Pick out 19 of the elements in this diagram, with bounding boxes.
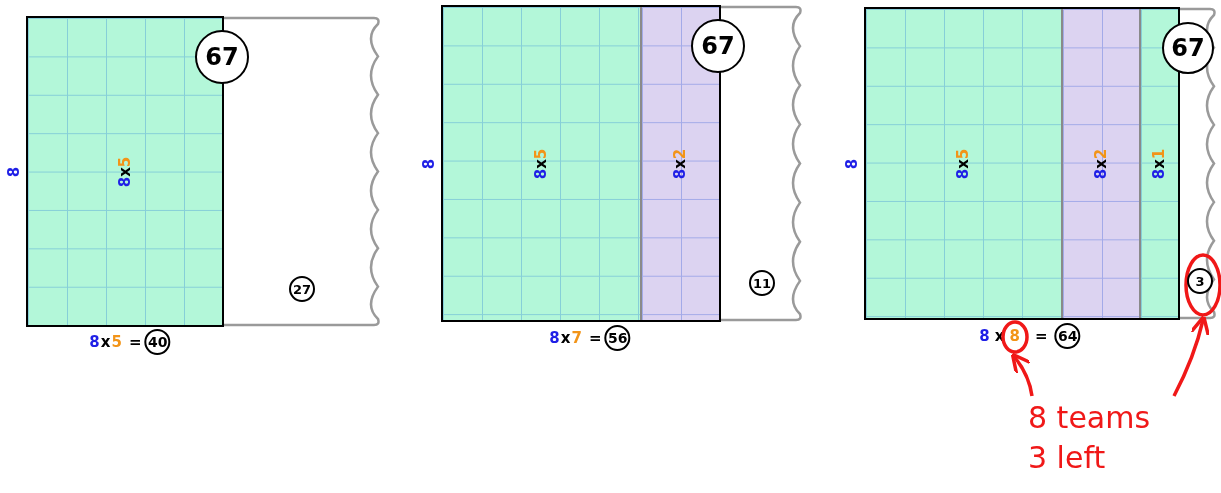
side-length-label: 8 [5, 166, 23, 177]
equation: 8x7 = [549, 329, 603, 347]
circled-number: 67 [195, 30, 249, 84]
side-length-label: 8 [420, 158, 438, 169]
circled-number: 40 [144, 329, 171, 355]
area-region: 8x2 [1061, 9, 1139, 318]
equation: 8x5 = [89, 333, 143, 351]
circled-number: 27 [289, 276, 315, 302]
arrow [1010, 352, 1034, 397]
circled-number: 3 [1187, 268, 1213, 294]
handwritten-note: 8 teams 3 left [1028, 398, 1178, 478]
circled-number: 67 [691, 19, 745, 73]
circled-number: 56 [604, 325, 631, 351]
circled-number: 64 [1054, 323, 1081, 349]
side-length-label: 8 [843, 158, 861, 169]
area-region: 8x5 [443, 7, 640, 320]
circled-number: 11 [749, 270, 775, 296]
area-region: 8x5 [866, 9, 1061, 318]
arrow [1172, 314, 1210, 397]
